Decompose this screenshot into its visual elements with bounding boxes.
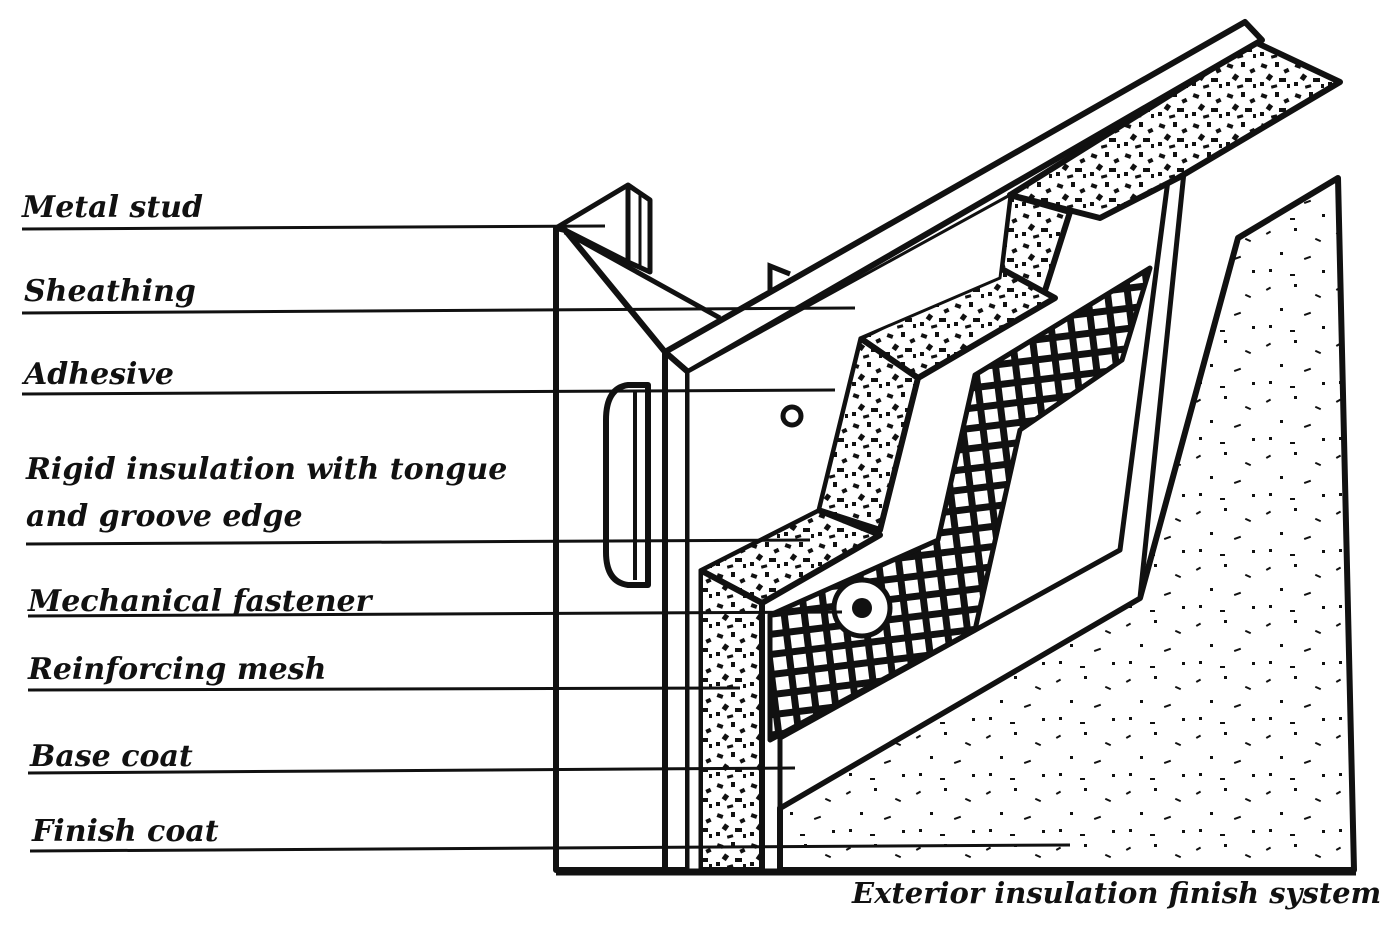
- metal-stud-clip: [767, 262, 791, 290]
- leader-rigid-insulation: [25, 538, 811, 546]
- leader-metal-stud: [21, 224, 606, 231]
- leader-reinforcing-mesh: [27, 686, 741, 692]
- label-base-coat: Base coat: [30, 739, 193, 774]
- label-metal-stud: Metal stud: [22, 190, 203, 225]
- label-mechanical-fastener: Mechanical fastener: [28, 584, 372, 619]
- label-rigid-insulation-line1: Rigid insulation with tongue: [26, 452, 508, 487]
- label-finish-coat: Finish coat: [32, 814, 219, 849]
- rigid-insulation-front-face: [697, 567, 765, 873]
- stud-edge-bracket: [603, 382, 651, 588]
- label-reinforcing-mesh: Reinforcing mesh: [28, 652, 327, 687]
- diagram-caption: Exterior insulation finish system: [852, 876, 1380, 910]
- leader-mechanical-fastener: [27, 610, 843, 618]
- leader-adhesive: [21, 388, 836, 396]
- leader-base-coat: [27, 766, 796, 775]
- finish-coat-edge: [1137, 237, 1241, 599]
- label-sheathing: Sheathing: [24, 274, 196, 309]
- leader-sheathing: [21, 306, 856, 315]
- sheathing-screw: [780, 404, 804, 428]
- sheathing-front-edge: [662, 349, 691, 873]
- label-adhesive: Adhesive: [24, 357, 174, 392]
- label-rigid-insulation-line2: and groove edge: [26, 499, 303, 534]
- leader-finish-coat: [29, 843, 1071, 853]
- leader-lines: [21, 224, 1071, 853]
- rigid-insulation-top-edge: [1007, 39, 1343, 221]
